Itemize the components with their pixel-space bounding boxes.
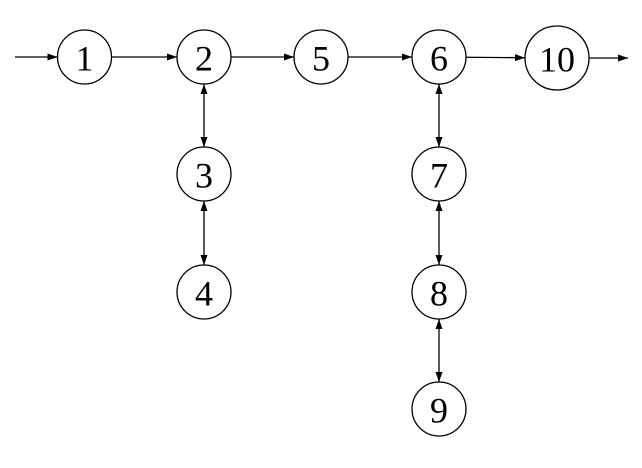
node-circle-4 [176,264,232,320]
node-label-8: 8 [430,273,448,313]
node-circle-6 [411,29,467,85]
nodes-layer: 1 2 5 6 10 3 4 7 8 9 [56,25,590,437]
node-label-6: 6 [430,38,448,78]
node-5: 5 [293,29,349,85]
node-label-1: 1 [76,38,94,78]
node-circle-9 [411,381,467,437]
node-circle-7 [411,146,467,202]
node-circle-3 [176,146,232,202]
node-label-4: 4 [195,273,213,313]
node-label-10: 10 [539,39,575,79]
node-label-5: 5 [312,38,330,78]
node-label-9: 9 [430,390,448,430]
node-2: 2 [176,29,232,85]
node-4: 4 [176,264,232,320]
node-1: 1 [56,29,113,85]
edge-6-10 [465,54,526,62]
node-circle-5 [293,29,349,85]
node-6: 6 [411,29,467,85]
node-8: 8 [411,264,467,320]
node-9: 9 [411,381,467,437]
node-circle-8 [411,264,467,320]
node-circle-10 [524,25,590,91]
node-circle-2 [176,29,232,85]
node-label-3: 3 [195,155,213,195]
node-10: 10 [524,25,590,91]
node-7: 7 [411,146,467,202]
node-label-2: 2 [195,38,213,78]
node-circle-1 [56,29,113,85]
node-3: 3 [176,146,232,202]
edges-layer [15,53,628,382]
node-label-7: 7 [430,155,448,195]
